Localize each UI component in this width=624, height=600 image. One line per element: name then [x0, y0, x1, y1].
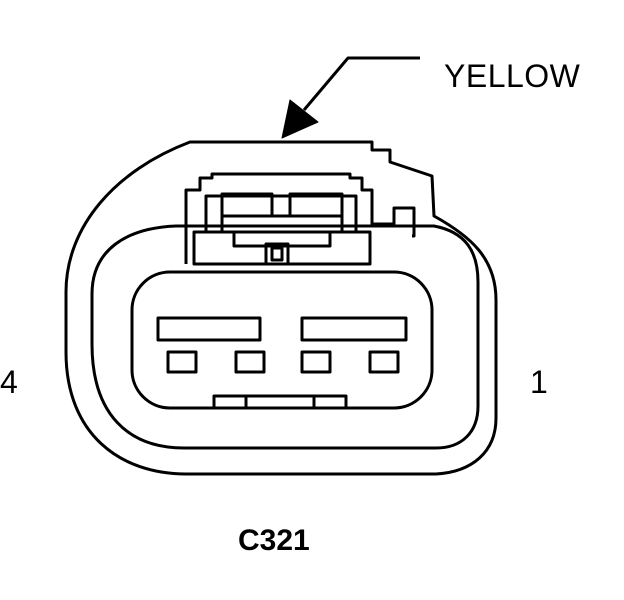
- terminal-cavity-pin-2: [300, 350, 332, 374]
- pin-number-right-label: 1: [530, 364, 548, 400]
- terminal-cavity-pin-4: [166, 350, 198, 374]
- lock-tab: [184, 172, 416, 266]
- keying-rib-right: [300, 316, 408, 342]
- terminal-cavity-pin-3: [234, 350, 266, 374]
- pin-number-left-label: 4: [0, 364, 18, 400]
- wire-color-leader: [281, 56, 420, 139]
- bottom-keying-slot: [212, 394, 348, 410]
- connector-inner-shroud: [90, 224, 480, 450]
- connector-outer-housing: [64, 140, 498, 476]
- wire-color-label: YELLOW: [444, 58, 581, 94]
- keying-rib-left: [156, 316, 262, 342]
- connector-id-label: C321: [238, 524, 310, 557]
- terminal-cavity-pin-1: [368, 350, 400, 374]
